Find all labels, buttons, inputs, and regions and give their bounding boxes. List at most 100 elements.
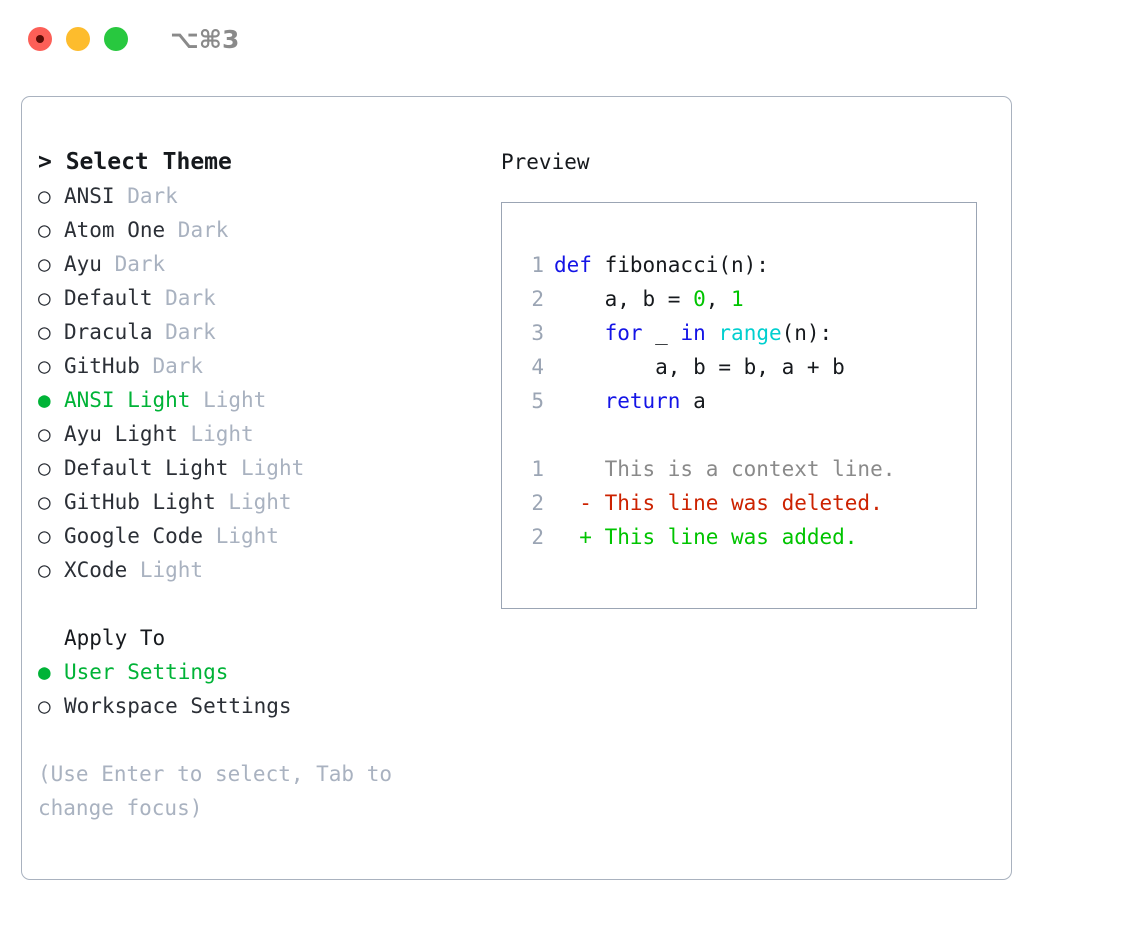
- diff-text: This is a context line.: [554, 457, 896, 481]
- apply-to-option[interactable]: ●User Settings: [38, 655, 498, 689]
- apply-to-option[interactable]: ○ Workspace Settings: [38, 689, 498, 723]
- preview-heading: Preview: [501, 150, 590, 174]
- keyboard-shortcut-label: ⌥⌘3: [170, 24, 240, 54]
- diff-line: 2 - This line was deleted.: [514, 486, 972, 520]
- theme-list-item[interactable]: ○ ANSI Dark: [38, 179, 498, 213]
- radio-selected-icon: ●: [38, 388, 51, 412]
- radio-unselected-icon: ○: [38, 252, 51, 276]
- code-token: a: [680, 389, 706, 413]
- zoom-button[interactable]: [104, 27, 128, 51]
- item-label: Atom One: [64, 218, 166, 242]
- item-variant-label: Light: [177, 422, 254, 446]
- code-token: for: [604, 321, 643, 345]
- item-variant-label: Light: [190, 388, 267, 412]
- radio-unselected-icon: ○: [38, 422, 51, 446]
- code-token: range: [718, 321, 782, 345]
- item-label: GitHub: [64, 354, 140, 378]
- minimize-button[interactable]: [66, 27, 90, 51]
- item-label: ANSI: [64, 184, 115, 208]
- code-token: 0: [693, 287, 706, 311]
- code-token: a, b =: [554, 287, 694, 311]
- theme-list-item[interactable]: ○ Atom One Dark: [38, 213, 498, 247]
- theme-list[interactable]: ○ ANSI Dark ○ Atom One Dark ○ Ayu Dark ○ Defaul…: [38, 179, 498, 587]
- item-variant-label: Dark: [114, 184, 178, 208]
- radio-unselected-icon: ○: [38, 286, 51, 310]
- item-label: GitHub Light: [64, 490, 216, 514]
- title-bar: ⌥⌘3: [0, 0, 1140, 78]
- item-label: Google Code: [64, 524, 204, 548]
- code-token: [554, 316, 605, 350]
- item-variant-label: Dark: [165, 218, 229, 242]
- line-number: 2: [531, 287, 544, 311]
- diff-line: 1 This is a context line.: [514, 452, 972, 486]
- theme-list-item[interactable]: ○ Default Dark: [38, 281, 498, 315]
- radio-unselected-icon: ○: [38, 354, 51, 378]
- code-line: 1 def fibonacci(n):: [514, 248, 972, 282]
- code-token: a, b = b, a + b: [554, 355, 845, 379]
- diff-text: + This line was added.: [554, 525, 858, 549]
- item-variant-label: Dark: [152, 286, 216, 310]
- radio-unselected-icon: ○: [38, 320, 51, 344]
- item-variant-label: Dark: [139, 354, 204, 378]
- theme-list-item[interactable]: ○ Ayu Dark: [38, 247, 498, 281]
- code-line: 5 return a: [514, 384, 972, 418]
- item-variant-label: Light: [228, 456, 305, 480]
- theme-list-item[interactable]: ○ GitHub Dark: [38, 349, 498, 383]
- item-label: Workspace Settings: [64, 694, 292, 718]
- select-theme-heading: > Select Theme: [38, 149, 232, 175]
- list-spacer: [38, 587, 498, 621]
- line-number: 1: [531, 457, 544, 481]
- theme-list-item[interactable]: ○ GitHub Light Light: [38, 485, 498, 519]
- apply-to-list[interactable]: ●User Settings ○ Workspace Settings: [38, 655, 498, 723]
- item-variant-label: Light: [215, 490, 292, 514]
- code-token: [706, 316, 719, 350]
- diff-text: - This line was deleted.: [554, 491, 883, 515]
- code-token: _: [642, 321, 681, 345]
- item-variant-label: Dark: [152, 320, 216, 344]
- code-line: 2 a, b = 0, 1: [514, 282, 972, 316]
- code-token: return: [604, 389, 681, 413]
- code-token: [554, 384, 605, 418]
- item-label: Ayu: [64, 252, 102, 276]
- radio-unselected-icon: ○: [38, 218, 51, 242]
- item-label: Dracula: [64, 320, 153, 344]
- item-variant-label: Light: [127, 558, 204, 582]
- item-label: XCode: [64, 558, 128, 582]
- radio-unselected-icon: ○: [38, 694, 51, 718]
- item-label: Default Light: [64, 456, 229, 480]
- line-number: 2: [531, 525, 544, 549]
- theme-list-item[interactable]: ○ Default Light Light: [38, 451, 498, 485]
- theme-list-item[interactable]: ○ Dracula Dark: [38, 315, 498, 349]
- line-number: 1: [531, 253, 544, 277]
- radio-unselected-icon: ○: [38, 184, 51, 208]
- theme-list-item[interactable]: ● ANSI Light Light: [38, 383, 498, 417]
- radio-unselected-icon: ○: [38, 456, 51, 480]
- code-token: fibonacci(n):: [604, 253, 769, 277]
- code-token: def: [554, 253, 605, 277]
- item-label: Default: [64, 286, 153, 310]
- radio-unselected-icon: ○: [38, 490, 51, 514]
- item-label: ANSI Light: [64, 388, 191, 412]
- radio-unselected-icon: ○: [38, 558, 51, 582]
- apply-to-heading: Apply To: [64, 626, 166, 650]
- code-token: 1: [731, 287, 744, 311]
- line-number: 2: [531, 491, 544, 515]
- item-variant-label: Light: [203, 524, 279, 548]
- close-button[interactable]: [28, 27, 52, 51]
- theme-list-item[interactable]: ○ Google Code Light: [38, 519, 498, 553]
- item-variant-label: Dark: [101, 252, 166, 276]
- diff-line: 2 + This line was added.: [514, 520, 972, 554]
- radio-unselected-icon: ○: [38, 524, 51, 548]
- code-token: ,: [705, 287, 732, 311]
- code-line: 3 for _ in range(n):: [514, 316, 972, 350]
- main-panel: > Select Theme ○ANSI Dark○Atom One Dark○…: [21, 96, 1012, 880]
- theme-list-item[interactable]: ○ XCode Light: [38, 553, 498, 587]
- theme-list-item[interactable]: ○Ayu Light Light: [38, 417, 498, 451]
- window-controls: [28, 27, 128, 51]
- code-token: in: [680, 321, 706, 345]
- keyboard-hint-text: (Use Enter to select, Tab to change focu…: [38, 762, 405, 820]
